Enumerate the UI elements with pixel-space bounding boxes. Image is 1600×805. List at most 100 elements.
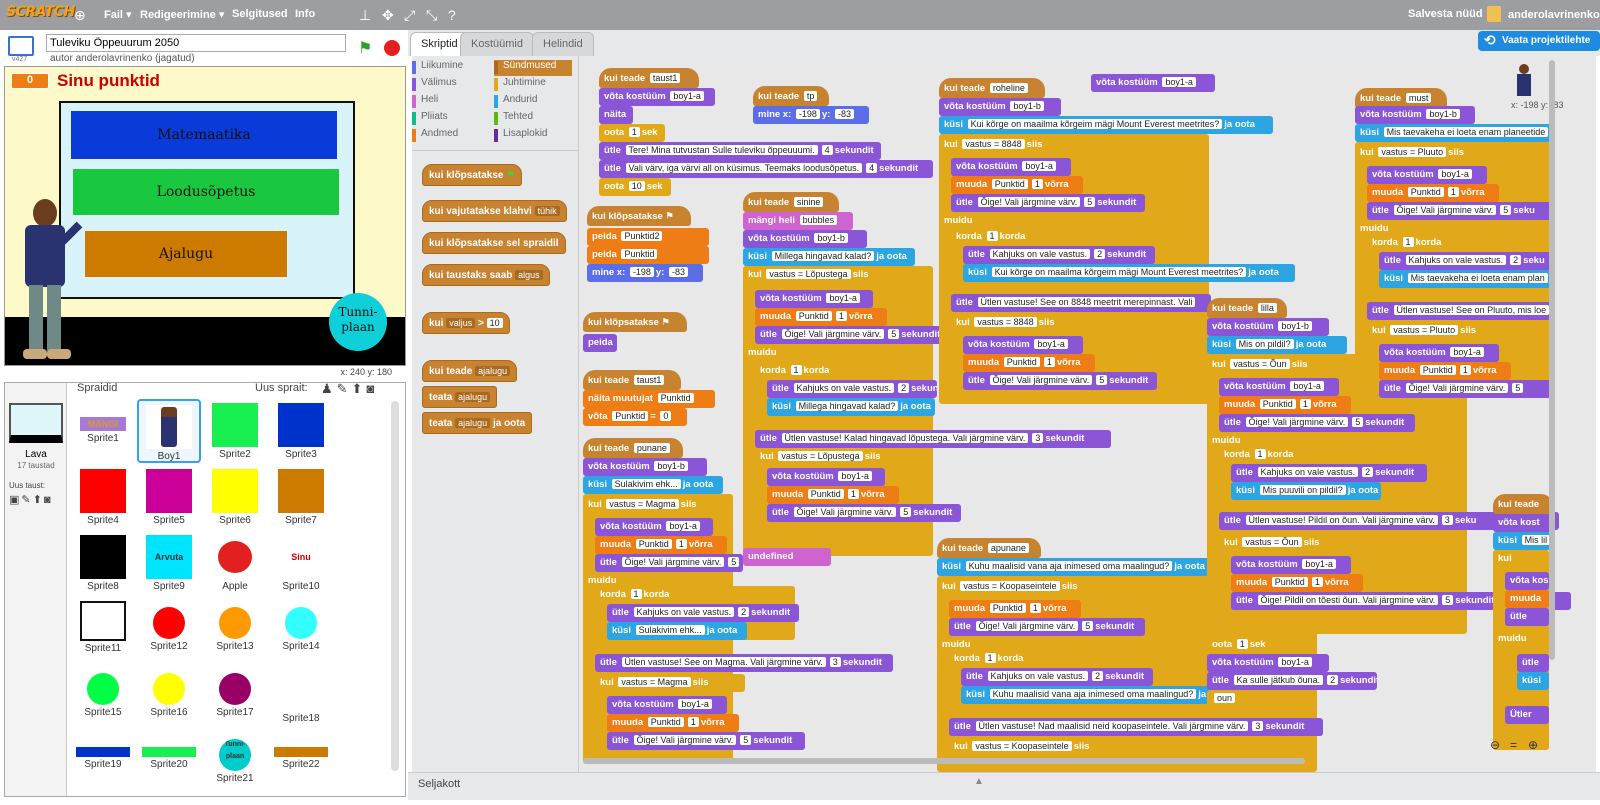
script-block[interactable]: võta kostüüm boy1-b	[583, 458, 707, 476]
script-block[interactable]: ütle	[1505, 608, 1549, 626]
script-block[interactable]: kui	[1493, 550, 1549, 568]
script-block[interactable]: ütle Ütlen vastuse! Pildil on õun. Vali …	[1219, 512, 1559, 530]
sprite-tile[interactable]: Apple	[203, 531, 267, 595]
sprite-tile[interactable]: Sprite5	[137, 465, 201, 529]
save-now-button[interactable]: Salvesta nüüd	[1408, 8, 1483, 20]
script-block[interactable]: muidu	[583, 572, 623, 590]
script-block[interactable]: võta kostüüm boy1-a	[1379, 344, 1499, 362]
script-block[interactable]: kui teade lilla	[1207, 298, 1287, 318]
sprite-tile[interactable]: Sprite19	[71, 729, 135, 793]
script-block[interactable]: võta kostüüm boy1-a	[1219, 378, 1339, 396]
script-block[interactable]: küsi	[1517, 672, 1549, 690]
tab-costumes[interactable]: Kostüümid	[460, 32, 534, 56]
script-block[interactable]: muidu	[1493, 630, 1537, 648]
shrink-icon[interactable]: ⤡	[426, 7, 438, 23]
sprite-tile[interactable]: Sprite17	[203, 663, 267, 727]
script-block[interactable]: muidu	[1207, 432, 1247, 450]
sprite-tile[interactable]: Sprite6	[203, 465, 267, 529]
script-block[interactable]: ütle Vali värv, iga värvi all on küsimus…	[599, 160, 933, 178]
script-block[interactable]: muidu	[1355, 220, 1395, 238]
script-block[interactable]: ütle Ütlen vastuse! Kalad hingavad lõpus…	[755, 430, 1111, 448]
script-block[interactable]: võta kos	[1505, 572, 1549, 590]
globe-icon[interactable]: ⊕	[74, 7, 86, 23]
sprite-scrollbar[interactable]	[391, 401, 399, 771]
palette-broadcast-and-wait[interactable]: teata ajalugu ja oota	[422, 412, 533, 434]
backpack-bar[interactable]: Seljakott ▲	[408, 772, 1600, 800]
script-block[interactable]: võta kostüüm boy1-a	[1207, 654, 1329, 672]
sprite-tile[interactable]: Sprite7	[269, 465, 333, 529]
scratch-logo[interactable]: SCRATCH	[6, 4, 75, 20]
boy-character[interactable]	[11, 199, 83, 361]
script-block[interactable]: kui klõpsatakse ⚑	[587, 206, 691, 226]
science-button[interactable]: Loodusõpetus	[73, 169, 339, 215]
green-flag-icon[interactable]: ⚑	[358, 40, 373, 57]
script-block[interactable]: undefined	[743, 548, 831, 566]
fullscreen-icon[interactable]	[8, 36, 34, 56]
cut-icon[interactable]: ✥	[382, 7, 394, 23]
script-block[interactable]: küsi Sulakivim ehk...ja oota	[583, 476, 723, 494]
script-block[interactable]: kui teade taust1	[599, 68, 699, 88]
script-block[interactable]: kui klõpsatakse ⚑	[583, 312, 687, 332]
script-block[interactable]: muidu	[743, 344, 803, 362]
script-block[interactable]: võta kostüüm boy1-a	[755, 290, 873, 308]
sprite-tile[interactable]: Sprite14	[269, 597, 333, 661]
script-block[interactable]: ütle Õige! Vali järgmine värv.5	[1379, 380, 1551, 398]
category-sound[interactable]: Heli	[412, 94, 490, 110]
sprite-tile[interactable]: Sprite11	[71, 597, 135, 661]
script-block[interactable]: Ütler	[1505, 706, 1549, 724]
category-looks[interactable]: Välimus	[412, 77, 490, 93]
grow-icon[interactable]: ⤢	[404, 7, 416, 23]
zoom-in-icon[interactable]: ⊕	[1528, 738, 1539, 752]
lesson-plan-button[interactable]: Tunni-plaan	[329, 293, 387, 351]
script-block[interactable]: küsi Millega hingavad kalad?ja oota	[743, 248, 915, 266]
sprite-tile[interactable]: Sprite22	[269, 729, 333, 793]
script-block[interactable]: näita	[599, 106, 633, 124]
script-block[interactable]: küsi Mis taevakeha ei loeta enam plan	[1379, 270, 1551, 288]
sprite-tile[interactable]: Sprite12	[137, 597, 201, 661]
script-block[interactable]: võta kostüüm boy1-a	[963, 336, 1083, 354]
script-block[interactable]: peida Punktid	[587, 246, 709, 264]
script-block[interactable]: kui teade apunane	[937, 538, 1041, 558]
script-block[interactable]: võta kostüüm boy1-a	[1091, 74, 1215, 92]
script-block[interactable]: oun	[1207, 690, 1267, 708]
script-block[interactable]: küsi Kui kõrge on maailma kõrgeim mägi M…	[939, 116, 1273, 134]
palette-broadcast[interactable]: teata ajalugu	[422, 386, 498, 408]
palette-when-backdrop-switches[interactable]: kui taustaks saab algus	[422, 264, 550, 286]
script-block[interactable]: võta kost	[1493, 514, 1553, 532]
edit-menu[interactable]: Redigeerimine ▾	[140, 9, 225, 21]
script-block[interactable]: võta kostüüm boy1-b	[939, 98, 1061, 116]
category-data[interactable]: Andmed	[412, 128, 490, 144]
script-block[interactable]: võta kostüüm boy1-b	[1355, 106, 1475, 124]
script-block[interactable]: küsi Kuhu maalisid vana aja inimesed oma…	[937, 558, 1217, 576]
category-events[interactable]: Sündmused	[494, 60, 572, 76]
project-title-input[interactable]	[46, 34, 346, 52]
horizontal-scrollbar[interactable]	[583, 758, 1305, 764]
script-block[interactable]: ütle Ütlen vastuse! See on Pluuto, mis l…	[1367, 302, 1551, 320]
sprite-tile[interactable]: Sprite20	[137, 729, 201, 793]
stage-thumbnail[interactable]	[9, 403, 63, 443]
script-block[interactable]: ütle Ütlen vastuse! See on 8848 meetrit …	[951, 294, 1211, 312]
category-control[interactable]: Juhtimine	[494, 77, 572, 93]
